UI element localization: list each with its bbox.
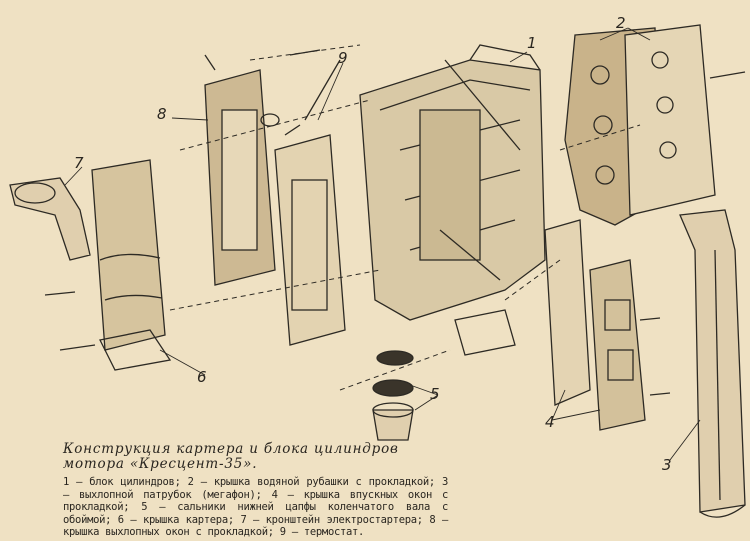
- exhaust-port-cover: [204, 49, 321, 286]
- leader-lines: [64, 27, 701, 461]
- figure-caption: Конструкция картера и блока цилиндров мо…: [63, 442, 448, 539]
- water-jacket-cover: [564, 24, 746, 226]
- crankshaft-seals: [372, 309, 516, 441]
- starter-bracket: [9, 177, 91, 261]
- label-9: 9: [338, 49, 348, 67]
- label-7: 7: [74, 154, 84, 172]
- label-8: 8: [157, 105, 167, 123]
- cylinder-block: [359, 44, 546, 321]
- label-5: 5: [430, 385, 440, 403]
- label-2: 2: [616, 14, 626, 32]
- crankcase-cover: [44, 159, 172, 371]
- exhaust-megaphone: [679, 209, 746, 518]
- caption-title: Конструкция картера и блока цилиндров мо…: [63, 441, 399, 472]
- label-6: 6: [197, 368, 207, 386]
- caption-legend: 1 — блок цилиндров; 2 — крышка водяной р…: [63, 476, 448, 538]
- label-4: 4: [545, 413, 555, 431]
- assembly-lines: [169, 44, 641, 391]
- label-3: 3: [662, 456, 672, 474]
- thermostat-gasket: [260, 59, 346, 346]
- intake-cover: [544, 219, 671, 431]
- label-1: 1: [527, 34, 537, 52]
